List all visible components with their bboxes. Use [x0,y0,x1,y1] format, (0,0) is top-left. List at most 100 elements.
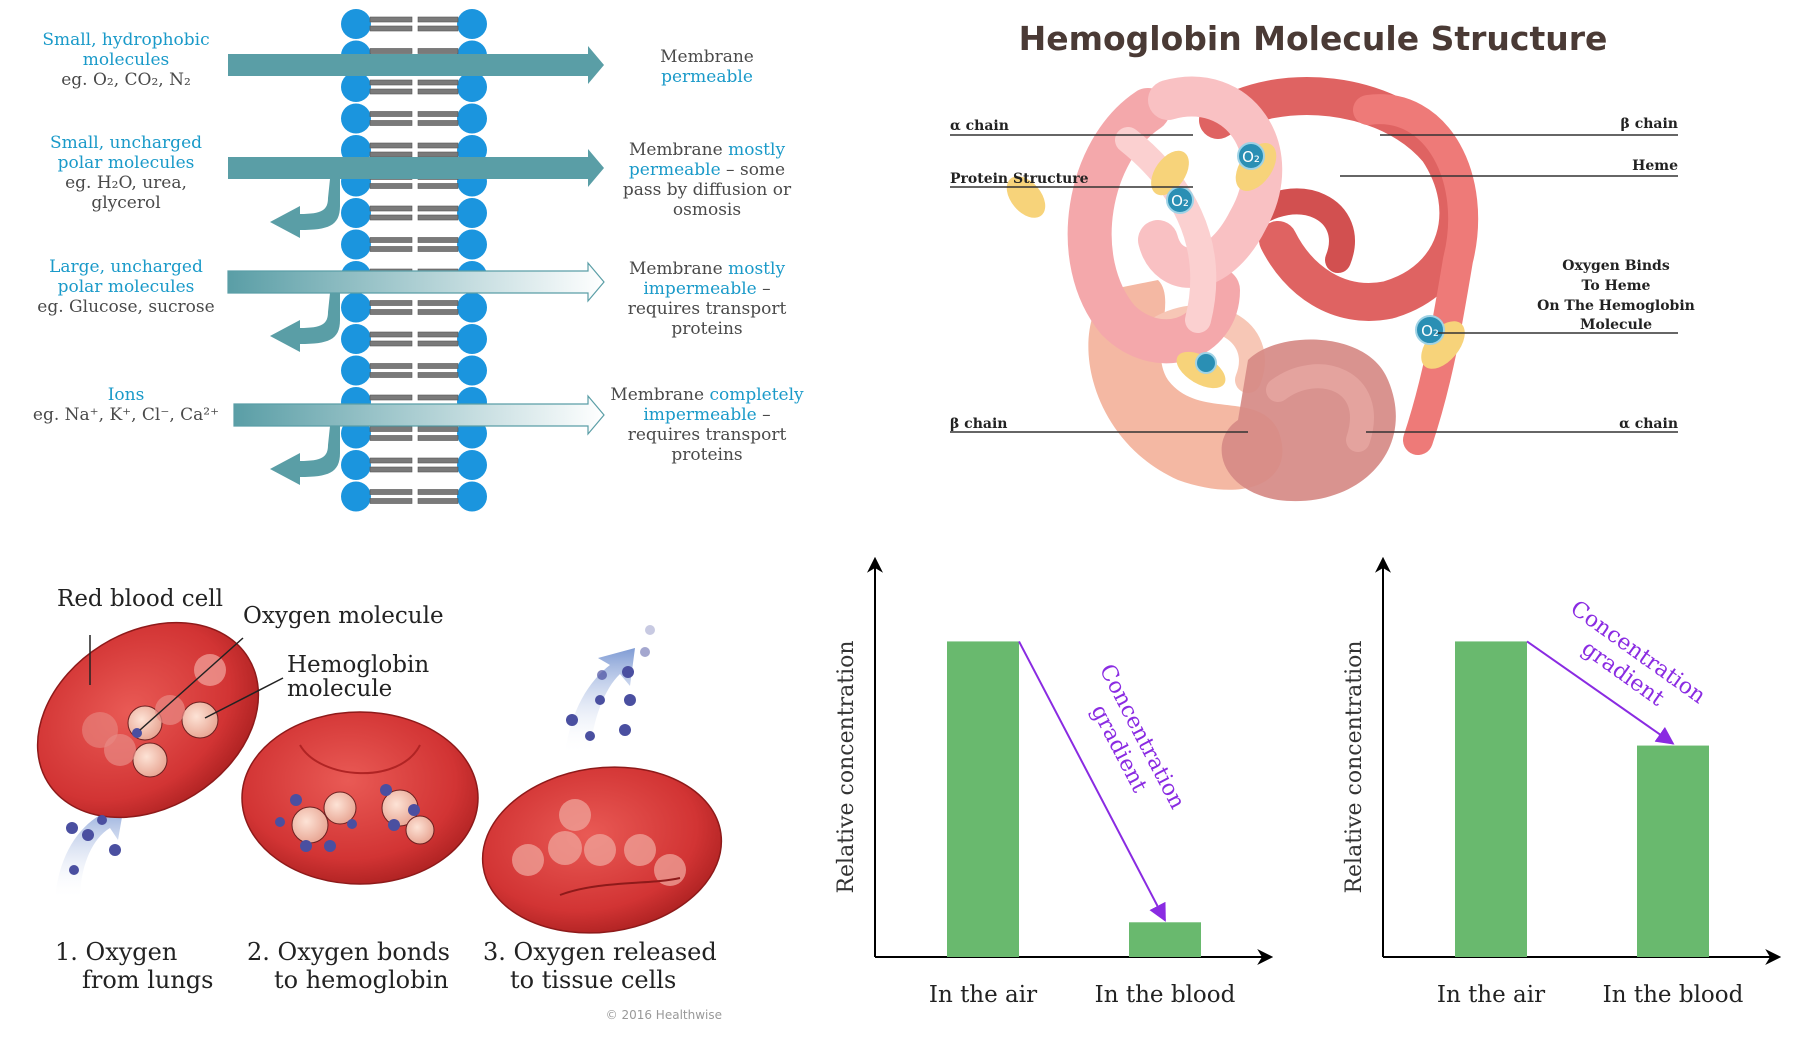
step-3-line-1: 3. Oxygen released [483,938,717,966]
molecule-category: Small, hydrophobic [42,30,209,50]
bar-in-the-blood [1637,745,1709,957]
red-blood-cell-1 [36,621,260,819]
phospholipid [341,450,487,480]
callout-hemoglobin-molecule-1: Hemoglobin [287,652,429,678]
deflected-arrow [270,179,340,238]
x-tick-label: In the air [929,982,1037,1008]
deflected-arrow [270,293,340,352]
molecule-category: Ions [108,385,145,405]
heme-group [1176,351,1226,389]
permeability-result: proteins [671,445,742,465]
heme-group: O₂ [1235,142,1277,191]
molecule-examples: eg. Na⁺, K⁺, Cl⁻, Ca²⁺ [33,405,219,425]
concentration-gradient-arrow [1526,640,1675,745]
permeability-result: pass by diffusion or [623,180,792,200]
permeability-result: Membrane completely [610,385,804,405]
label-beta-chain-top: β chain [1621,116,1678,132]
label-alpha-chain-top: α chain [950,118,1009,134]
x-tick-label: In the blood [1603,982,1744,1008]
molecule-category: Large, uncharged [49,257,203,277]
phospholipid [341,481,487,512]
permeability-result: permeable – some [629,160,785,180]
heme-group: O₂ [1151,150,1194,214]
permeability-result: permeable [661,67,753,87]
bar-chart-small-gradient: Relative concentration In the air In the b… [1342,556,1782,1008]
step-2-line-2: to hemoglobin [274,966,449,994]
crossing-arrow [228,46,604,84]
deflected-arrow [270,426,340,485]
label-oxygen-binds-2: To Heme [1582,278,1651,294]
permeability-result: Membrane [660,47,754,67]
hemoglobin-title: Hemoglobin Molecule Structure [1019,19,1608,58]
crossing-arrow [233,394,605,436]
molecule-category: Small, uncharged [50,133,202,153]
oxygen-symbol: O₂ [1171,192,1189,210]
permeability-result: Membrane mostly [629,259,786,279]
bar-in-the-blood [1129,922,1201,957]
label-oxygen-binds-3: On The Hemoglobin [1537,298,1695,314]
oxygen-symbol: O₂ [1421,322,1439,340]
rbc-svg: Red blood cell Oxygen molecule Hemoglobi… [36,586,723,1022]
permeability-result: requires transport [628,425,787,445]
phospholipid [341,198,487,228]
permeability-result: impermeable – [643,279,770,299]
callout-lines [89,635,284,731]
y-axis-label: Relative concentration [1342,640,1367,893]
red-blood-cell-2 [241,711,479,885]
phospholipid [341,292,487,323]
oxygen-molecules-inflow [66,815,121,875]
oxygen-inflow-arrow [55,800,125,900]
concentration-gradient-arrow [1018,640,1166,922]
hemoglobin-svg: Hemoglobin Molecule Structure O₂ [950,19,1695,502]
charts-svg: Relative concentration In the air In the b… [834,556,1782,1008]
callout-oxygen-molecule: Oxygen molecule [243,603,444,629]
molecule-examples: eg. H₂O, urea, [65,173,187,193]
permeability-result: requires transport [628,299,787,319]
step-1-line-1: 1. Oxygen [55,938,177,966]
callout-red-blood-cell: Red blood cell [57,586,223,612]
phospholipid [341,229,487,260]
x-tick-label: In the air [1437,982,1545,1008]
y-axis-label: Relative concentration [834,640,859,893]
permeability-result: proteins [671,319,742,339]
molecule-examples: eg. Glucose, sucrose [37,297,214,317]
label-beta-chain-bottom: β chain [950,416,1007,432]
crossing-arrow [227,261,605,303]
callout-hemoglobin-molecule-2: molecule [287,676,392,702]
hemoglobin-molecule-illustration: O₂ O₂ O₂ [1006,76,1479,502]
step-1-line-2: from lungs [82,966,213,994]
phospholipid [341,355,487,386]
bar-in-the-air [947,641,1019,957]
molecule-examples: glycerol [91,193,160,213]
crossing-arrows [227,46,605,485]
red-blood-cell-oxygen-diagram: Red blood cell Oxygen molecule Hemoglobi… [0,560,760,1036]
label-oxygen-binds-1: Oxygen Binds [1562,258,1670,274]
label-heme: Heme [1632,158,1678,174]
label-alpha-chain-bottom: α chain [1619,416,1678,432]
label-leader-lines [950,134,1678,433]
concentration-gradient-charts: Relative concentration In the air In the b… [820,550,1802,1036]
bar-in-the-air [1455,641,1527,957]
permeability-result: impermeable – [643,405,770,425]
molecule-category: polar molecules [58,277,195,297]
copyright-notice: © 2016 Healthwise [606,1008,722,1022]
hemoglobin-structure-diagram: Hemoglobin Molecule Structure O₂ [918,0,1718,530]
phospholipid [341,72,487,102]
phospholipid-bilayer [341,9,487,512]
label-oxygen-binds-4: Molecule [1580,317,1652,333]
step-3-line-2: to tissue cells [510,966,676,994]
label-protein-structure: Protein Structure [950,171,1089,187]
permeability-result: Membrane mostly [629,140,786,160]
crossing-arrow [228,149,604,187]
oxygen-molecules-outflow [566,625,655,741]
red-blood-cell-3 [481,766,723,934]
permeability-result: osmosis [673,200,741,220]
phospholipid [341,103,487,134]
molecule-examples: eg. O₂, CO₂, N₂ [61,70,191,90]
phospholipid [341,9,487,39]
oxygen-symbol: O₂ [1242,148,1260,166]
